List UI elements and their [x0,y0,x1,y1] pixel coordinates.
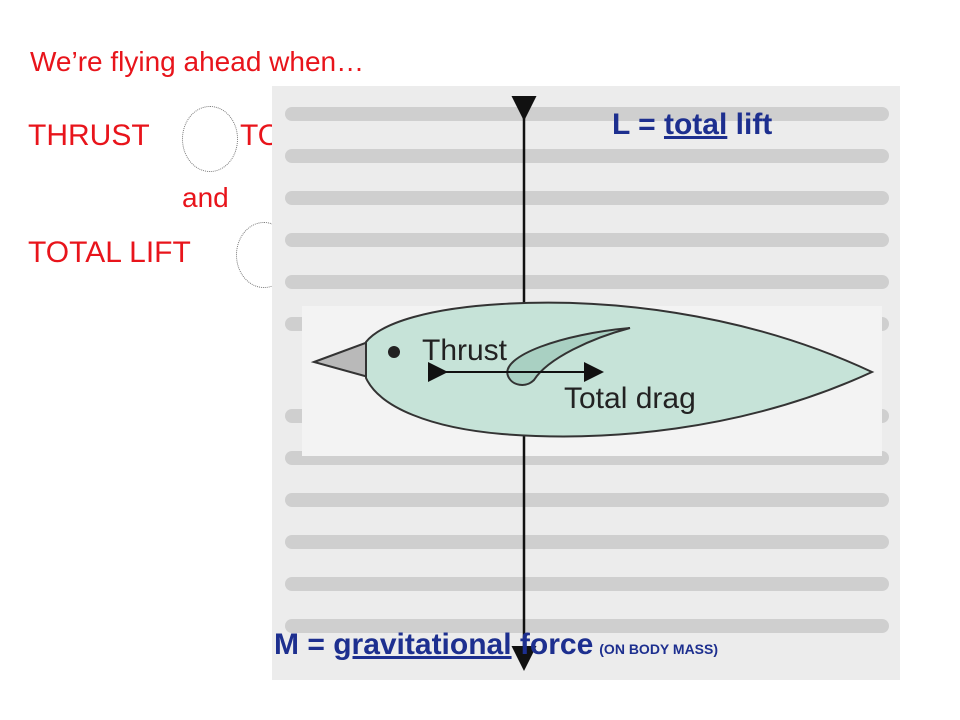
blank-oval-1 [182,106,238,172]
condition-1-left: THRUST [28,119,150,152]
bird-force-diagram: Thrust Total drag [272,86,900,680]
heading: We’re flying ahead when… [30,46,365,77]
lift-label: L = total lift [612,108,772,142]
lift-prefix: L = [612,108,664,141]
thrust-label: Thrust [422,334,508,367]
gravity-suffix: force [511,628,594,661]
drag-label: Total drag [564,382,696,415]
lift-suffix: lift [727,108,773,141]
bird-eye [388,346,400,358]
gravity-note: (ON BODY MASS) [599,641,719,657]
lift-underlined: total [663,108,728,141]
gravity-prefix: M = [274,628,334,661]
connector-and: and [182,182,229,213]
gravity-underlined: gravitational [333,628,512,661]
gravity-label: M = gravitational force (ON BODY MASS) [274,628,718,662]
bird-body [365,301,875,438]
condition-2-left: TOTAL LIFT [28,236,191,269]
